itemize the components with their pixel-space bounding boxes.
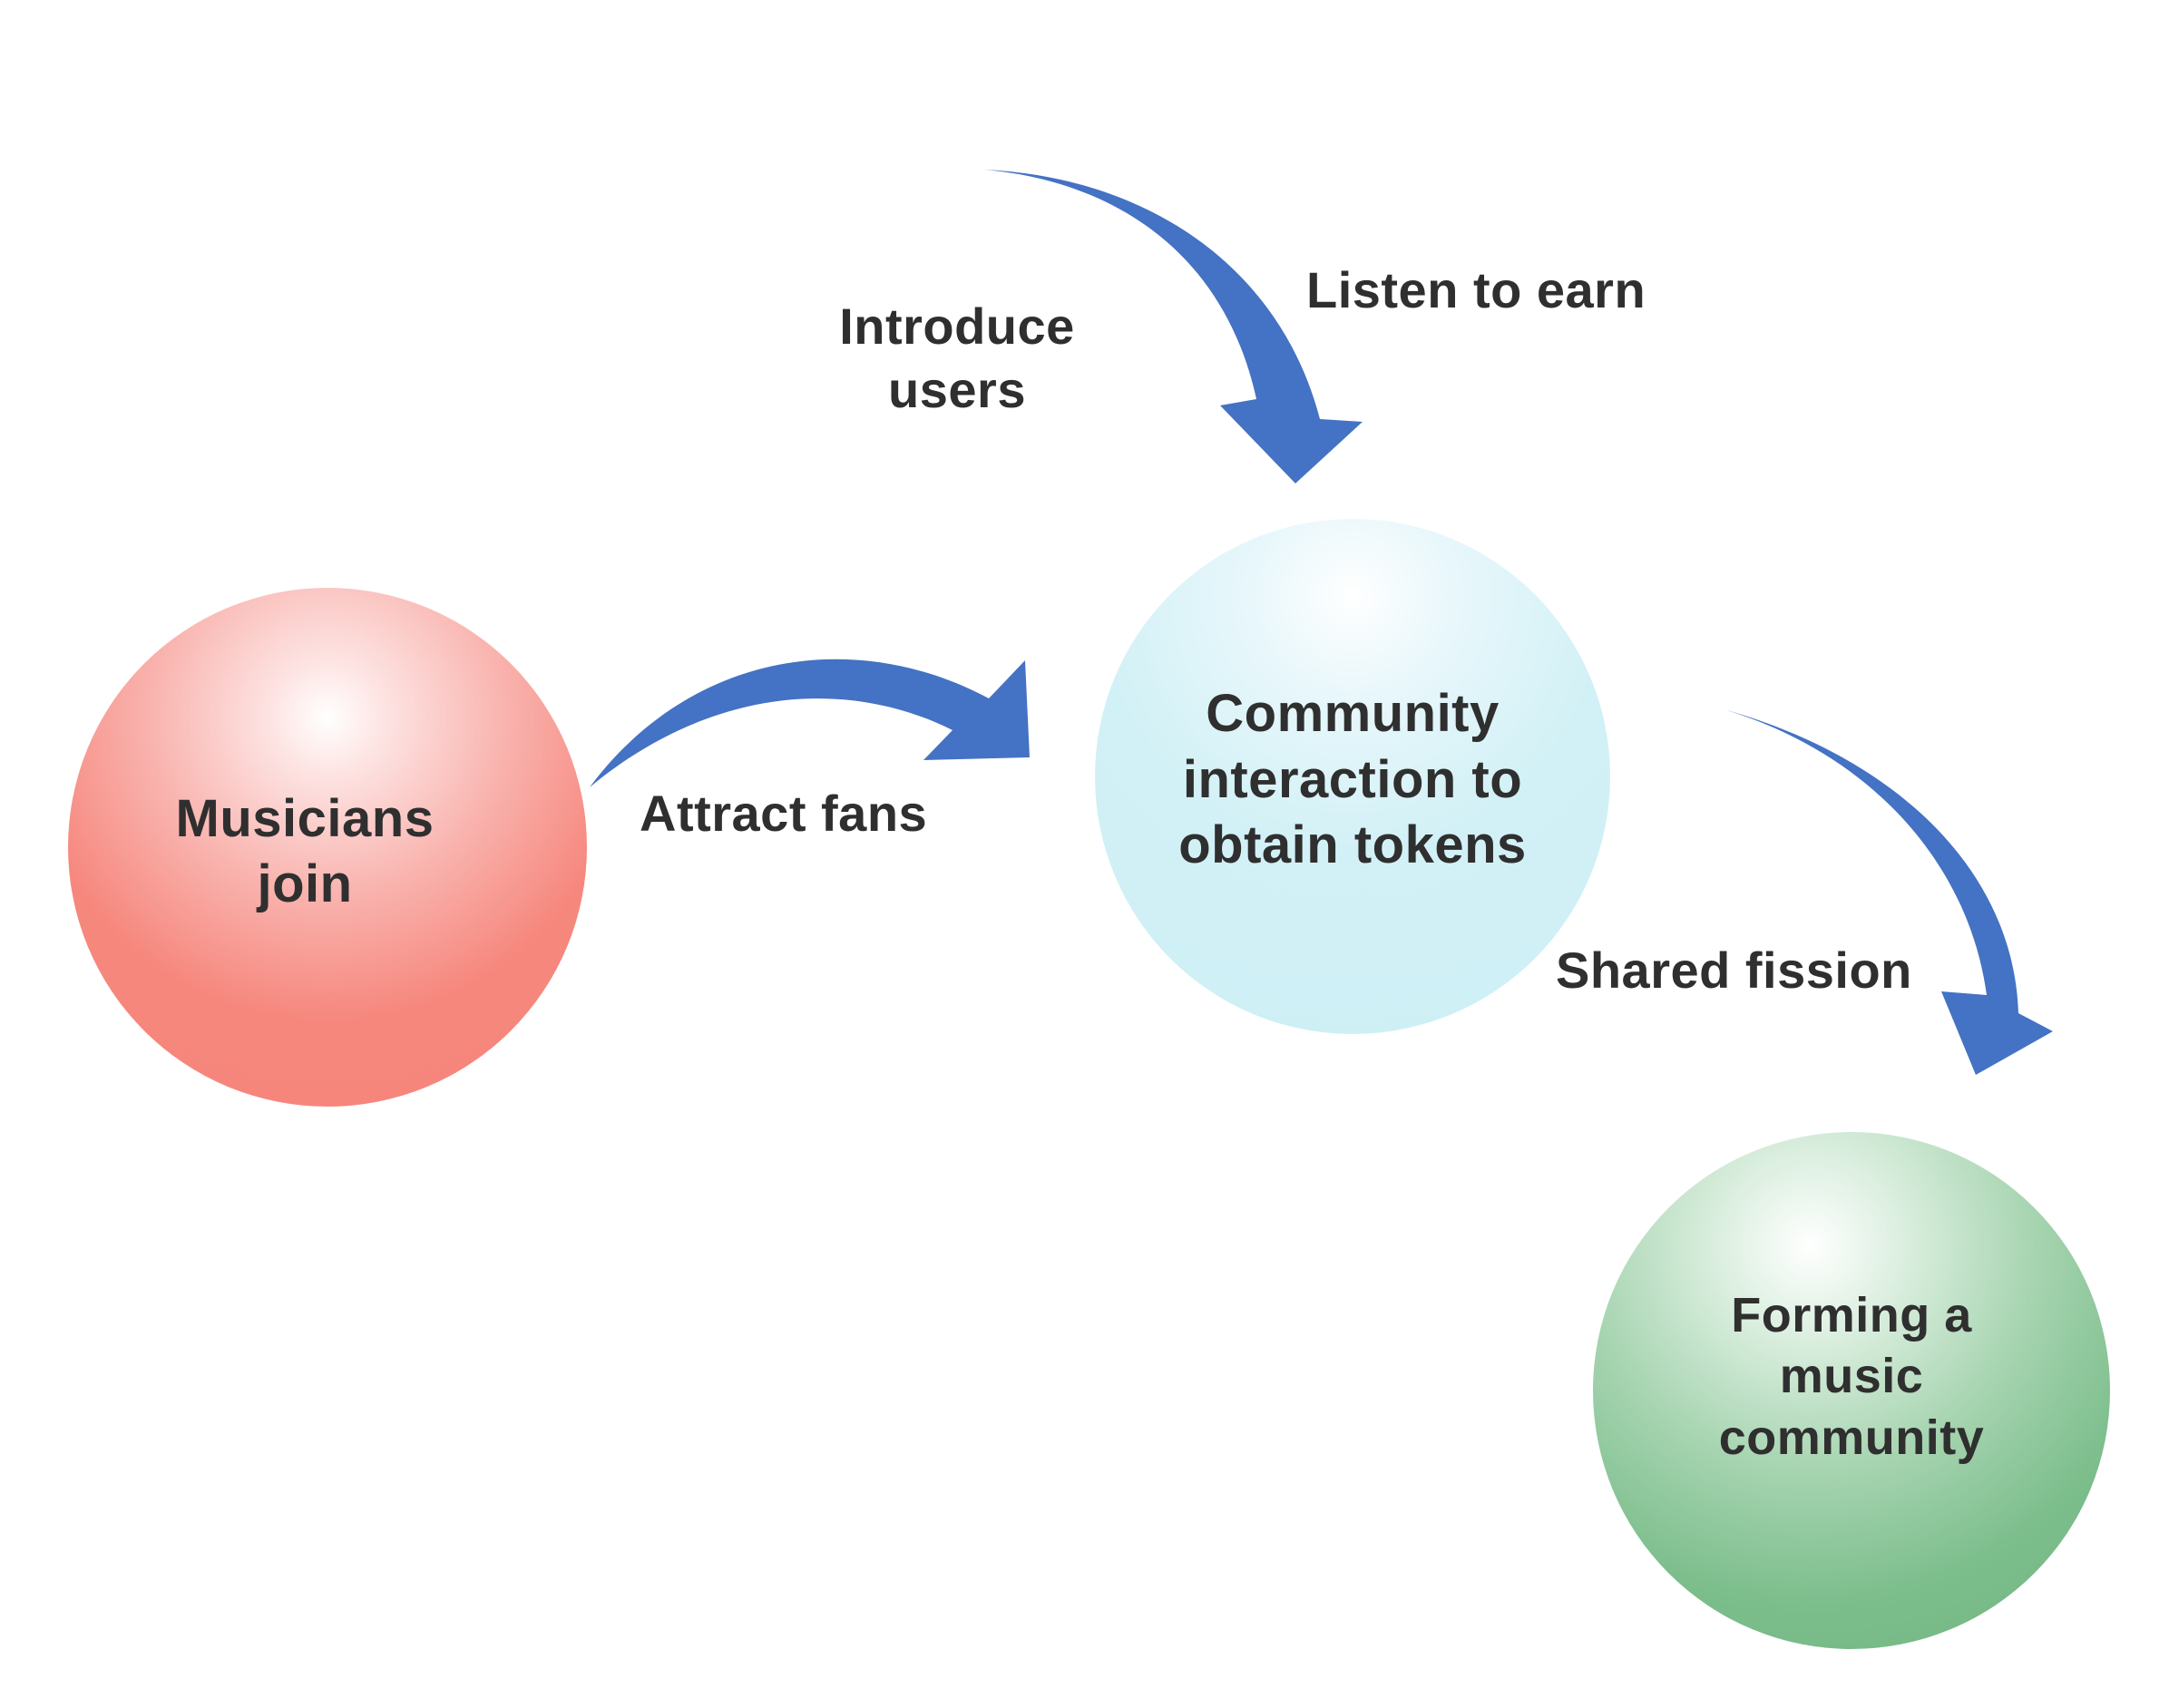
curved-arrow-left — [590, 659, 1030, 787]
musicians-join-label: Musicians join — [175, 788, 435, 914]
shared-fission-label: Shared fission — [1556, 942, 1912, 999]
curved-arrow-right — [1724, 709, 2053, 1075]
forming-community-node: Forming a music community — [1593, 1132, 2110, 1649]
attract-fans-label: Attract fans — [640, 785, 928, 842]
curved-arrow-top — [984, 170, 1363, 483]
community-interaction-label: Community interaction to obtain tokens — [1178, 684, 1527, 875]
musicians-join-node: Musicians join — [68, 588, 587, 1107]
forming-community-label: Forming a music community — [1718, 1287, 1985, 1465]
introduce-users-label: Introduce users — [839, 298, 1075, 418]
community-interaction-node: Community interaction to obtain tokens — [1095, 519, 1610, 1034]
listen-to-earn-label: Listen to earn — [1306, 261, 1646, 318]
